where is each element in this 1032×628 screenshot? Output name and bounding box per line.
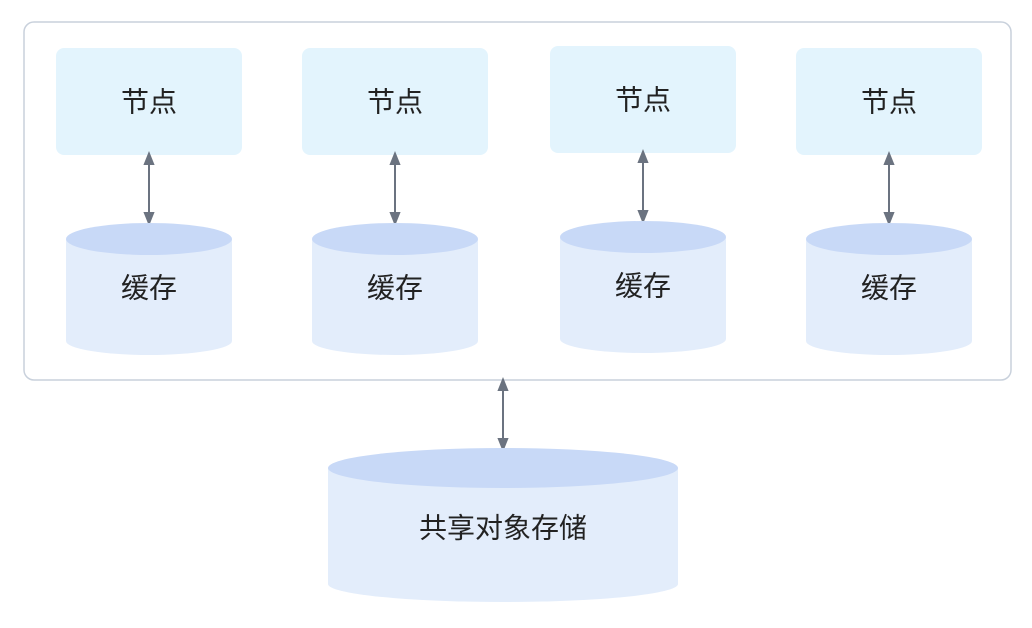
cluster-column: 节点 缓存 bbox=[796, 48, 982, 355]
cluster-column: 节点 缓存 bbox=[302, 48, 488, 355]
cluster-column: 节点 缓存 bbox=[56, 48, 242, 355]
node-label: 节点 bbox=[367, 86, 423, 119]
cluster-column: 节点 缓存 bbox=[550, 46, 736, 353]
cache-cylinder bbox=[66, 223, 232, 355]
node-label: 节点 bbox=[615, 84, 671, 117]
node-box bbox=[796, 48, 982, 155]
cache-cylinder bbox=[560, 221, 726, 353]
node-box bbox=[302, 48, 488, 155]
cache-label: 缓存 bbox=[615, 270, 671, 303]
node-label: 节点 bbox=[121, 86, 177, 119]
cache-label: 缓存 bbox=[861, 272, 917, 305]
node-box bbox=[550, 46, 736, 153]
node-label: 节点 bbox=[861, 86, 917, 119]
cluster-container bbox=[23, 21, 1012, 381]
shared-storage-cylinder bbox=[328, 448, 678, 602]
cache-label: 缓存 bbox=[367, 272, 423, 305]
cache-cylinder bbox=[806, 223, 972, 355]
cache-cylinder bbox=[312, 223, 478, 355]
cache-label: 缓存 bbox=[121, 272, 177, 305]
node-box bbox=[56, 48, 242, 155]
shared-storage-label: 共享对象存储 bbox=[419, 512, 587, 545]
